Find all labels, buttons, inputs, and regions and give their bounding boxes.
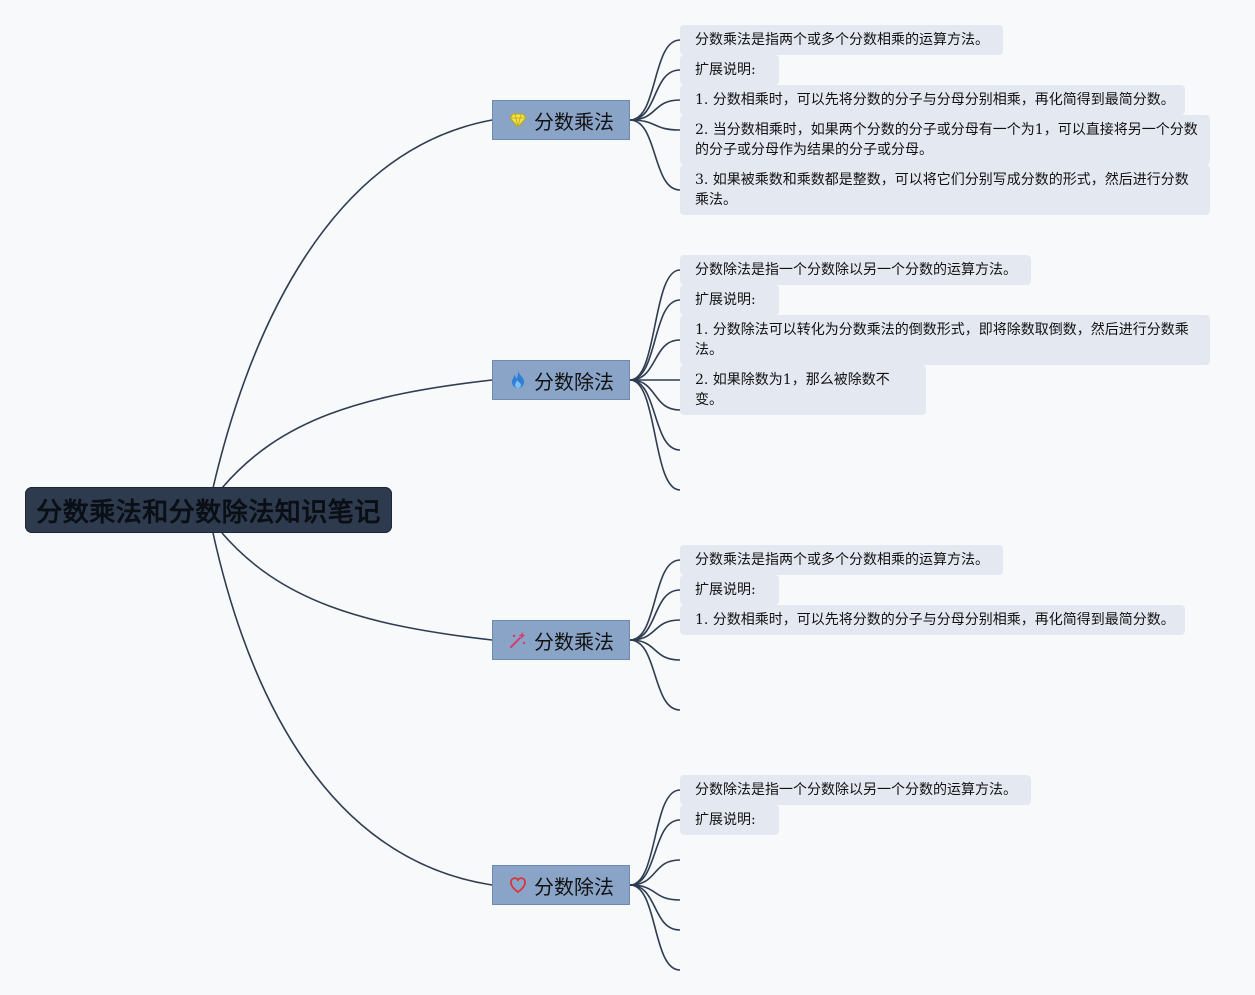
leaf-link bbox=[629, 299, 681, 381]
leaf-note[interactable]: 1. 分数除法可以转化为分数乘法的倒数形式，即将除数取倒数，然后进行分数乘法。 bbox=[680, 315, 1210, 365]
leaf-link bbox=[629, 884, 681, 971]
leaf-note[interactable]: 扩展说明: bbox=[680, 285, 779, 315]
root-link bbox=[221, 532, 493, 641]
branch-label: 分数乘法 bbox=[534, 629, 614, 654]
leaf-note[interactable]: 扩展说明: bbox=[680, 55, 779, 85]
branch-label: 分数除法 bbox=[534, 874, 614, 899]
branch-label: 分数乘法 bbox=[534, 109, 614, 134]
leaf-link bbox=[629, 269, 681, 381]
leaf-link bbox=[629, 859, 681, 886]
leaf-link bbox=[629, 119, 681, 131]
branch-topic-4[interactable]: 分数除法 bbox=[492, 865, 630, 905]
leaf-link bbox=[629, 119, 681, 191]
leaf-note[interactable]: 分数乘法是指两个或多个分数相乘的运算方法。 bbox=[680, 545, 1003, 575]
leaf-note[interactable]: 1. 分数相乘时，可以先将分数的分子与分母分别相乘，再化简得到最简分数。 bbox=[680, 605, 1185, 635]
leaf-note[interactable]: 2. 当分数相乘时，如果两个分数的分子或分母有一个为1，可以直接将另一个分数的分… bbox=[680, 115, 1210, 165]
root-link bbox=[221, 379, 493, 489]
leaf-note[interactable]: 2. 如果除数为1，那么被除数不变。 bbox=[680, 365, 926, 415]
leaf-note[interactable]: 扩展说明: bbox=[680, 575, 779, 605]
leaf-link bbox=[629, 559, 681, 641]
branch-label: 分数除法 bbox=[534, 369, 614, 394]
leaf-link bbox=[629, 69, 681, 121]
leaf-note[interactable]: 分数除法是指一个分数除以另一个分数的运算方法。 bbox=[680, 255, 1031, 285]
leaf-link bbox=[629, 639, 681, 711]
root-topic-label: 分数乘法和分数除法知识笔记 bbox=[36, 497, 381, 528]
leaf-link bbox=[629, 639, 681, 661]
leaf-link bbox=[629, 379, 681, 411]
leaf-note[interactable]: 1. 分数相乘时，可以先将分数的分子与分母分别相乘，再化简得到最简分数。 bbox=[680, 85, 1185, 115]
leaf-link bbox=[629, 379, 681, 451]
root-link bbox=[212, 119, 493, 489]
leaf-link bbox=[629, 619, 681, 641]
sparkle-wand-icon bbox=[508, 630, 528, 650]
leaf-link bbox=[629, 339, 681, 381]
branch-topic-2[interactable]: 分数除法 bbox=[492, 360, 630, 400]
leaf-note[interactable]: 分数除法是指一个分数除以另一个分数的运算方法。 bbox=[680, 775, 1031, 805]
branch-topic-3[interactable]: 分数乘法 bbox=[492, 620, 630, 660]
leaf-link bbox=[629, 589, 681, 641]
root-topic[interactable]: 分数乘法和分数除法知识笔记 bbox=[25, 487, 392, 533]
leaf-link bbox=[629, 379, 681, 491]
leaf-link bbox=[629, 884, 681, 931]
heart-outline-icon bbox=[508, 875, 528, 895]
leaf-note[interactable]: 3. 如果被乘数和乘数都是整数，可以将它们分别写成分数的形式，然后进行分数乘法。 bbox=[680, 165, 1210, 215]
leaf-link bbox=[629, 789, 681, 886]
root-link bbox=[212, 532, 493, 886]
branch-topic-1[interactable]: 分数乘法 bbox=[492, 100, 630, 140]
leaf-note[interactable]: 扩展说明: bbox=[680, 805, 779, 835]
leaf-note[interactable]: 分数乘法是指两个或多个分数相乘的运算方法。 bbox=[680, 25, 1003, 55]
leaf-link bbox=[629, 819, 681, 886]
leaf-link bbox=[629, 39, 681, 121]
flame-icon bbox=[508, 370, 528, 390]
diamond-icon bbox=[508, 110, 528, 130]
leaf-link bbox=[629, 99, 681, 121]
